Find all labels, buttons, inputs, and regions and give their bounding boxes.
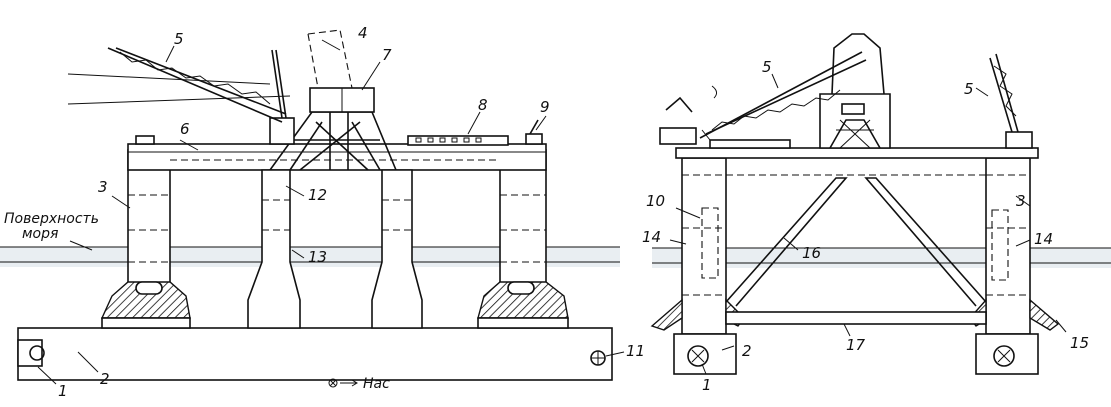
callout-r-14b: 14 [1034, 230, 1053, 248]
crane-5-right-a [659, 51, 867, 145]
upper-deck-right [675, 147, 1039, 159]
deck-house-right [709, 139, 791, 149]
callout-1: 1 [58, 382, 68, 400]
callout-4: 4 [358, 24, 368, 42]
upper-deck-6 [127, 143, 547, 171]
aft-thruster-left [17, 339, 45, 367]
callout-9: 9 [540, 98, 550, 116]
callout-8: 8 [478, 96, 488, 114]
callout-r-14a: 14 [642, 228, 661, 246]
column-left-aft [477, 149, 569, 329]
column-left-fore [100, 149, 191, 329]
callout-r-2: 2 [742, 342, 752, 360]
callout-r-5a: 5 [762, 58, 772, 76]
column-right-view-left [650, 157, 745, 375]
callout-r-10: 10 [646, 192, 665, 210]
callout-2: 2 [100, 370, 110, 388]
derrick-top-4 [307, 29, 353, 89]
pump-symbol: Нас [328, 376, 390, 392]
callout-r-15: 15 [1070, 334, 1089, 352]
crane-5-right-b [989, 53, 1033, 149]
callouts-right: 1 2 3 5 5 10 14 14 15 16 17 [642, 58, 1089, 394]
accommodation-module-8 [407, 135, 509, 146]
sea-surface-label: Поверхность [4, 211, 99, 227]
diagonal-braces-16 [725, 177, 987, 307]
winch-9 [525, 119, 543, 145]
crane-5-left [67, 47, 295, 145]
callout-7: 7 [382, 46, 392, 64]
callout-12: 12 [308, 186, 327, 204]
callout-r-5b: 5 [964, 80, 974, 98]
callout-13: 13 [308, 248, 327, 266]
callouts-left: 1 2 3 4 5 6 7 8 9 11 12 13 [37, 24, 645, 400]
callout-r-16: 16 [802, 244, 821, 262]
central-caissons-12-13 [247, 169, 423, 329]
callout-11: 11 [626, 342, 645, 360]
callout-3: 3 [98, 178, 108, 196]
callout-6: 6 [180, 120, 190, 138]
side-view: Нас [0, 24, 645, 400]
bow-thruster-11 [590, 350, 606, 366]
deck-equipment-left [135, 135, 155, 145]
pump-label: Нас [363, 376, 390, 392]
small-arc-mark [711, 85, 718, 99]
callout-r-17: 17 [846, 336, 866, 354]
end-view: 1 2 3 5 5 10 14 14 15 16 17 [642, 33, 1111, 394]
sea-surface-label-2: моря [22, 226, 58, 242]
callout-r-3: 3 [1016, 192, 1026, 210]
lower-hull-left [17, 327, 613, 381]
callout-5: 5 [174, 30, 184, 48]
column-right-view-right [969, 157, 1060, 375]
derrick-right [819, 33, 891, 149]
callout-r-1: 1 [702, 376, 712, 394]
horizontal-brace-17 [725, 311, 987, 325]
